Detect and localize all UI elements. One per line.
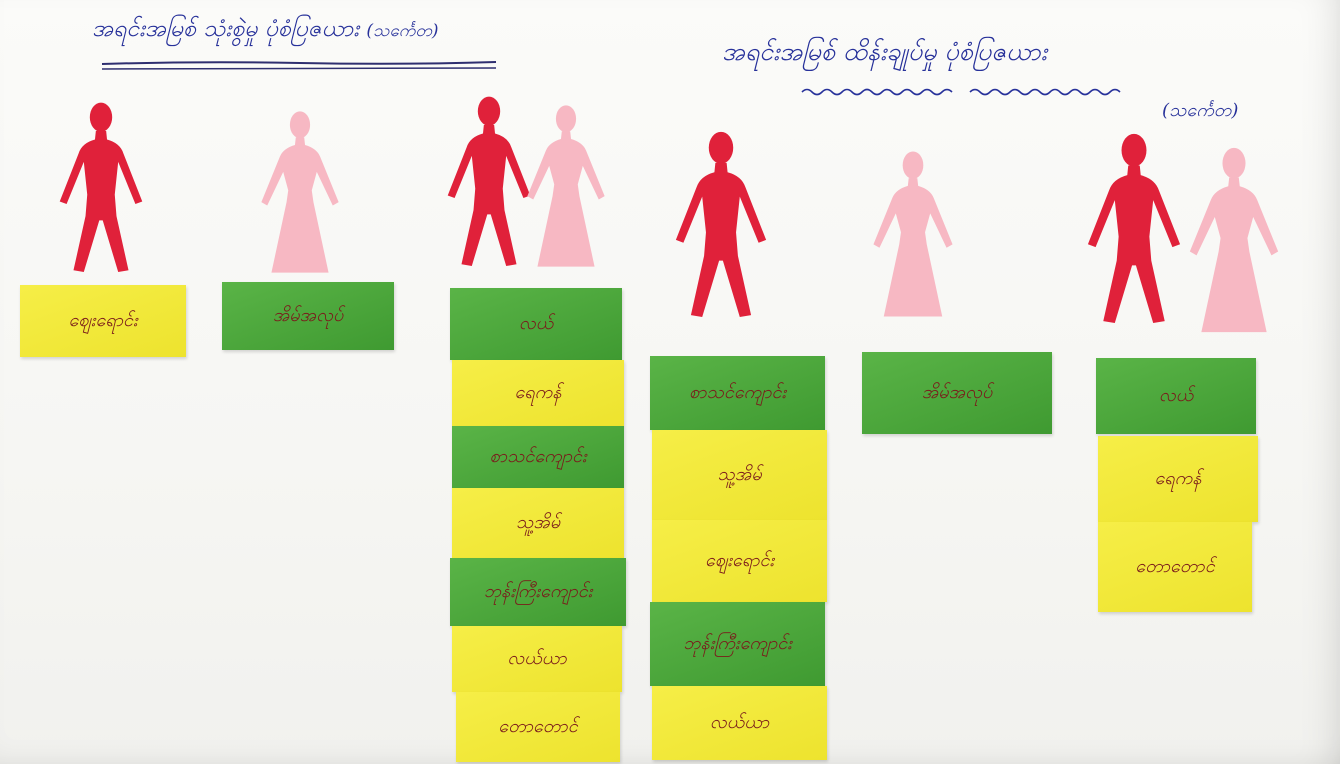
left-couple-card: တောတောင် [456, 692, 620, 762]
left-title-underline [101, 61, 497, 70]
couple-female-figure-icon [524, 100, 608, 272]
left-male-card: ဈေးရောင်း [20, 285, 186, 357]
right-female-card: အိမ်အလုပ် [862, 352, 1052, 434]
left-couple-card: ရေကန် [452, 360, 624, 426]
male-figure-icon [674, 112, 768, 334]
left-chart-subtitle: (သင်္ကေတ) [366, 21, 439, 41]
left-couple-card: ဘုန်းကြီးကျောင်း [450, 558, 626, 626]
left-chart-title: အရင်းအမြစ် သုံးစွဲမှု ပုံစံပြဇယား (သင်္က… [92, 16, 439, 42]
right-couple-card: လယ် [1096, 358, 1256, 434]
left-couple-card: လယ်ယာ [452, 626, 622, 692]
left-couple-card: လယ် [450, 288, 622, 360]
right-male-card: လယ်ယာ [652, 686, 827, 760]
right-male-card: ဘုန်းကြီးကျောင်း [650, 602, 825, 686]
right-chart-subtitle: (သင်္ကေတ) [1162, 100, 1239, 121]
right-chart-title: အရင်းအမြစ် ထိန်းချုပ်မှု ပုံစံပြဇယား [722, 37, 1048, 66]
female-figure-icon [258, 108, 342, 276]
right-male-card: သူ့အိမ် [652, 430, 827, 520]
couple-male-figure-icon [446, 84, 532, 276]
right-couple-card: တောတောင် [1098, 522, 1252, 612]
right-male-card: စာသင်ကျောင်း [650, 356, 825, 430]
female-figure-icon [870, 136, 956, 332]
left-female-card: အိမ်အလုပ် [222, 282, 394, 350]
couple-female-figure-icon [1186, 140, 1282, 340]
male-figure-icon [58, 92, 144, 280]
right-title-underline [801, 88, 1121, 96]
couple-male-figure-icon [1086, 114, 1182, 340]
left-couple-card: သူ့အိမ် [452, 488, 624, 558]
left-couple-card: စာသင်ကျောင်း [452, 426, 624, 488]
right-couple-card: ရေကန် [1098, 436, 1258, 522]
right-male-card: ဈေးရောင်း [652, 520, 827, 602]
